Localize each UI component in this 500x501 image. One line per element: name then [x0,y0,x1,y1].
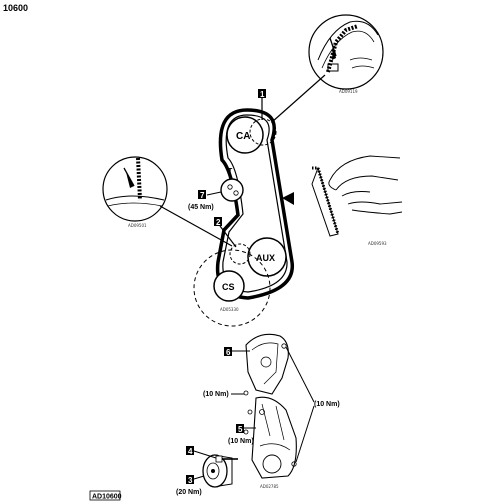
detail-ref-cs: AD05330 [220,307,239,312]
detail-ref-left: AD09501 [128,223,147,228]
callout-7-number: 7 [200,191,205,200]
callout-6-box [224,347,232,356]
timing-cover-assembly: AD02785 [202,333,297,489]
callout-7-torque: (45 Nm) [188,204,214,211]
leader-line [295,405,315,463]
right-bolts-torque: (10 Nm) [314,401,340,408]
crankshaft-pulley: CS AD05330 [193,249,271,327]
camshaft-pulley: CA [226,116,264,154]
leader-line [193,475,205,480]
callout-3-number: 3 [188,476,193,485]
detail-ref-top-right: AD09119 [339,89,358,94]
callout-7-box [198,190,206,199]
callout-2-box [214,217,222,226]
left-bolt-torque: (10 Nm) [203,391,229,398]
auxiliary-pulley: AUX [247,237,287,277]
mark-circle [229,243,251,265]
callout-6-number: 6 [226,348,231,357]
auxiliary-pulley-label: AUX [256,253,275,263]
camshaft-pulley-label: CA [236,131,250,142]
callout-3-torque: (20 Nm) [176,489,202,496]
diagram-code: 10600 [3,3,28,13]
rotation-arrow-icon [282,192,294,205]
detail-ref-bottom: AD02785 [260,484,279,489]
callout-5-torque: (10 Nm) [228,438,254,445]
belt-hand-detail: AD09593 [311,155,403,246]
callout-3-box [186,475,194,484]
callout-1-box [258,89,266,98]
crankshaft-mark-detail: AD09501 [102,156,168,228]
leader-line [285,346,315,403]
leader-line [159,205,233,247]
callout-5-box [236,424,244,433]
callout-5-number: 5 [238,425,243,434]
mark-circle [249,118,277,146]
leader-line [193,450,217,459]
callout-1-number: 1 [260,90,265,99]
leader-line [206,191,222,196]
footer-code-box [89,490,121,501]
tensioner-label: T [228,168,233,175]
leader-line [271,74,326,123]
crankshaft-pulley-label: CS [222,282,235,292]
callout-4-box [186,446,194,455]
callout-2-number: 2 [216,218,221,227]
leader-line [219,225,237,248]
tensioner-pulley: T [220,168,244,202]
detail-ref-belt-hand: AD09593 [368,241,387,246]
callout-4-number: 4 [188,447,193,456]
footer-code: AD10600 [92,494,122,501]
camshaft-mark-detail: AD09119 [308,14,384,94]
